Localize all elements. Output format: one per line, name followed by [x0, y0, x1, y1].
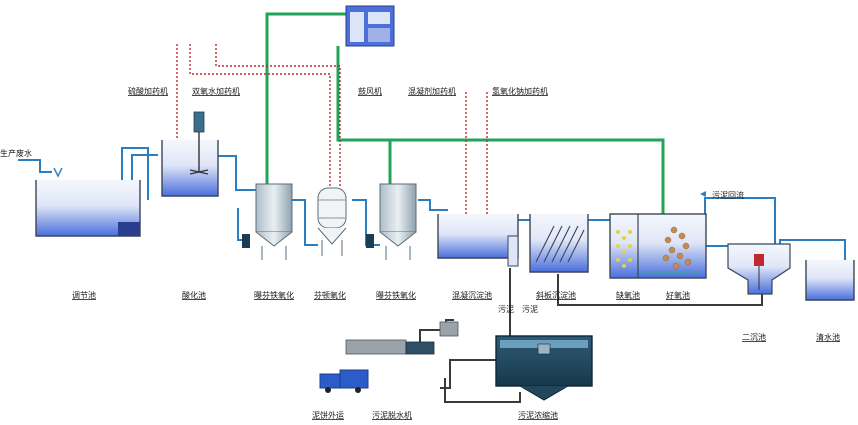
label-inlet: 生产废水 [0, 148, 32, 158]
sludge-return-arrow [700, 191, 706, 197]
bio-tank-block [609, 213, 707, 279]
label-naoh-dosing: 氢氧化钠加药机 [492, 86, 548, 96]
sludge-thickener [495, 335, 593, 401]
label-iron-carbon-2: 曝芬铁氧化 [376, 290, 416, 300]
iron-carbon-reactor-1 [242, 183, 293, 260]
sludge-dewatering-machine [345, 321, 459, 355]
label-sludge-thickener: 污泥浓缩池 [518, 410, 558, 420]
label-blower: 鼓风机 [358, 86, 382, 96]
blower-unit [345, 5, 395, 47]
water-pipe-network [18, 147, 846, 260]
dosing-lines [176, 44, 488, 235]
label-acidification-tank: 酸化池 [182, 290, 206, 300]
label-secondary-clarifier: 二沉池 [742, 332, 766, 342]
air-pipe-network [265, 12, 665, 238]
coagulation-tank [437, 214, 519, 267]
label-sludge-return: 污泥回流 [712, 190, 744, 200]
label-inclined-settling: 斜板沉淀池 [536, 290, 576, 300]
label-peroxide-dosing: 双氧水加药机 [192, 86, 240, 96]
sludge-truck [319, 369, 369, 393]
label-equalization-tank: 调节池 [72, 290, 96, 300]
label-sludge-pipe-b: 污泥 [522, 304, 538, 314]
inclined-settling-tank [529, 214, 589, 273]
label-anoxic-tank: 缺氧池 [616, 290, 640, 300]
label-coagulant-dosing: 混凝剂加药机 [408, 86, 456, 96]
secondary-clarifier [727, 243, 791, 295]
acidification-tank [161, 111, 219, 197]
label-clear-water-tank: 清水池 [816, 332, 840, 342]
iron-carbon-reactor-2 [366, 183, 417, 260]
label-fenton-oxidation: 芬顿氧化 [314, 290, 346, 300]
label-sludge-dewatering: 污泥脱水机 [372, 410, 412, 420]
fenton-oxidation-tower [317, 187, 347, 256]
label-iron-carbon-1: 曝芬铁氧化 [254, 290, 294, 300]
label-acid-dosing: 硫酸加药机 [128, 86, 168, 96]
label-sludge-pipe-a: 污泥 [498, 304, 514, 314]
label-coagulation-tank: 混凝沉淀池 [452, 290, 492, 300]
label-aerobic-tank: 好氧池 [666, 290, 690, 300]
label-sludge-transport: 泥饼外运 [312, 410, 344, 420]
clear-water-tank [805, 260, 855, 301]
equalization-tank [35, 167, 141, 237]
